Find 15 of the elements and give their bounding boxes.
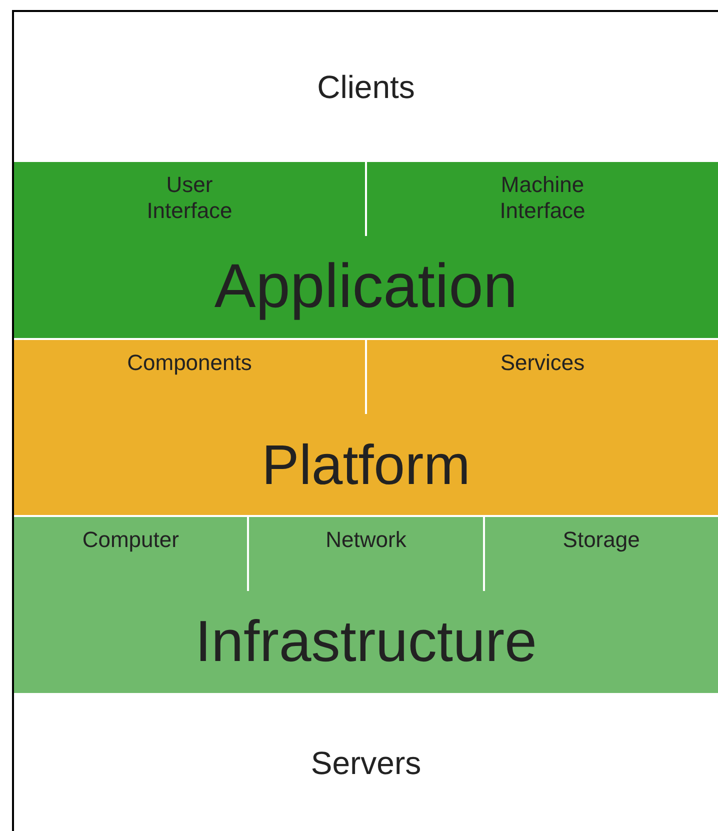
band-title: Application bbox=[214, 256, 518, 318]
layer-band bbox=[14, 162, 718, 338]
cell-label: Network bbox=[324, 527, 408, 553]
band-title: Clients bbox=[317, 71, 415, 103]
cell-label: Services bbox=[499, 350, 586, 376]
band-title: Servers bbox=[310, 747, 422, 779]
band-title: Platform bbox=[262, 436, 470, 492]
cell-label: Computer bbox=[81, 527, 180, 553]
band-title: Infrastructure bbox=[195, 613, 537, 671]
cell-label: Components bbox=[126, 350, 253, 376]
cell-label: Machine Interface bbox=[498, 172, 586, 224]
layer-band bbox=[14, 517, 718, 693]
layer-band bbox=[14, 340, 718, 515]
cell-label: Storage bbox=[562, 527, 641, 553]
cell-label: User Interface bbox=[146, 172, 234, 224]
